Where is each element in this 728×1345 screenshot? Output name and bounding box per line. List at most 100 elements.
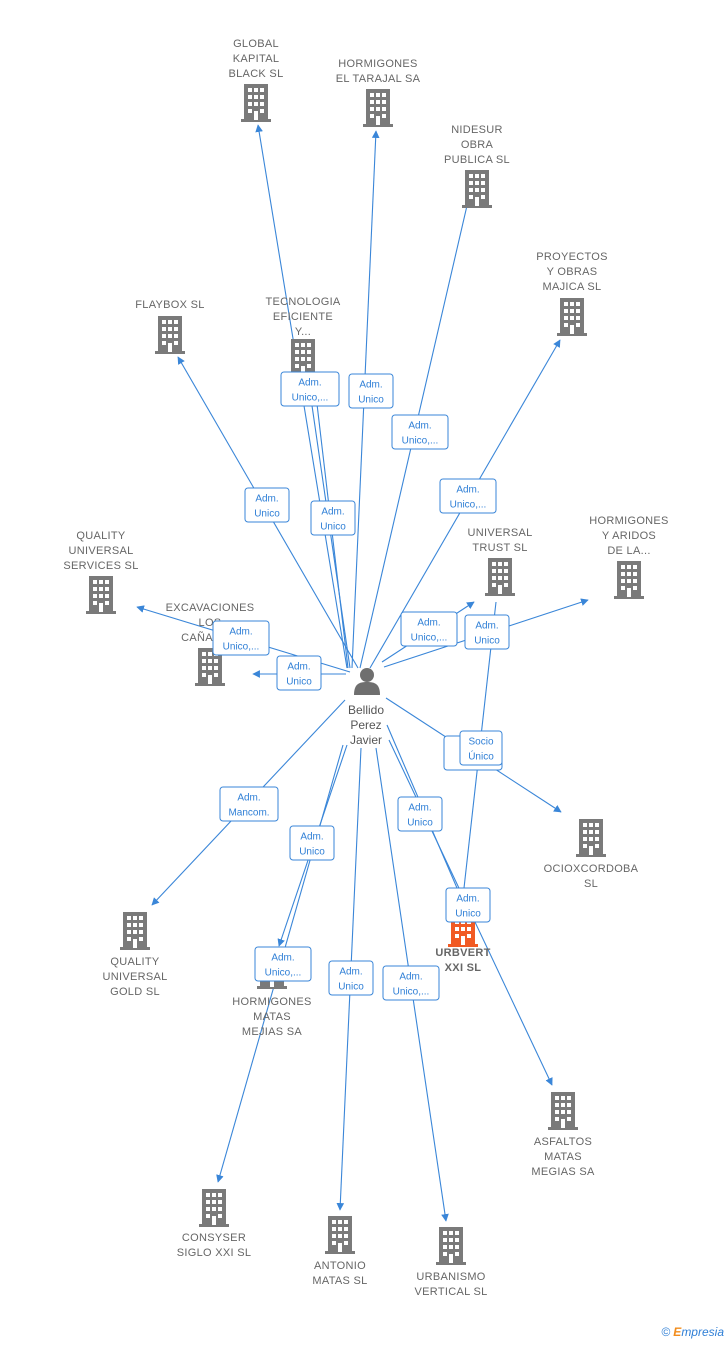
edge-role-label[interactable]: Adm.Unico,... [439, 478, 497, 514]
edge-label-box [280, 371, 340, 407]
edge-label-line: Adm. [287, 662, 310, 673]
company-name-line: PUBLICA SL [444, 154, 510, 166]
edge-label-line: Unico [455, 909, 481, 920]
company-node-urbanismo[interactable]: URBANISMO VERTICAL SL [415, 1227, 488, 1298]
company-name-line: URBANISMO [416, 1271, 485, 1283]
company-name-line: Y... [295, 326, 311, 338]
edge-label-line: Unico [286, 677, 312, 688]
edge-label-line: Adm. [255, 494, 278, 505]
building-icon [485, 558, 515, 596]
building-icon [614, 561, 644, 599]
edge-label-box [219, 786, 279, 822]
company-name-line: VERTICAL SL [415, 1286, 488, 1298]
building-icon [363, 89, 393, 127]
center-person[interactable]: Bellido Perez Javier [348, 668, 384, 747]
edge-label-line: Adm. [408, 421, 431, 432]
company-name-line: QUALITY [110, 956, 160, 968]
edge-label-line: Unico [407, 818, 433, 829]
company-name-line: GOLD SL [110, 986, 160, 998]
company-name-line: SIGLO XXI SL [177, 1247, 252, 1259]
edge-role-label[interactable]: Adm.Unico [310, 500, 356, 536]
edge-role-label[interactable]: Adm.Mancom. [219, 786, 279, 822]
edge-label-box [348, 373, 394, 409]
company-name-line: QUALITY [76, 530, 126, 542]
building-icon [548, 1092, 578, 1130]
company-name-line: HORMIGONES [589, 515, 668, 527]
company-node-consyser[interactable]: CONSYSER SIGLO XXI SL [177, 1189, 252, 1259]
company-name-line: Y ARIDOS [602, 530, 656, 542]
company-name-line: UNIVERSAL [467, 527, 532, 539]
edge-label-line: Unico [338, 982, 364, 993]
edge-role-label[interactable]: Adm. Unico [276, 655, 322, 691]
building-icon [155, 316, 185, 354]
company-name-line: URBVERT [435, 947, 490, 959]
person-icon [354, 668, 380, 695]
edge-label-line: Unico [358, 395, 384, 406]
edge-label-line: Mancom. [228, 808, 269, 819]
edge-label-box [464, 614, 510, 650]
edge-label-box [276, 655, 322, 691]
edge-role-label[interactable]: Adm.Unico [464, 614, 510, 650]
edge-label-box [328, 960, 374, 996]
edge-label-line: Adm. [300, 832, 323, 843]
edge-role-label[interactable]: Adm.Unico,... [254, 946, 312, 982]
edge-role-label[interactable]: Adm.Unico [348, 373, 394, 409]
person-name-line-1: Bellido [348, 703, 384, 717]
company-name-line: NIDESUR [451, 124, 503, 136]
edge-role-label[interactable]: Adm.Unico,... [400, 611, 458, 647]
edge-role-label[interactable]: Adm.Unico,... [280, 371, 340, 407]
edge-role-label[interactable]: Adm.Unico [244, 487, 290, 523]
edge-label-box [382, 965, 440, 1001]
edge-label-box [391, 414, 449, 450]
edge-label-box [212, 620, 270, 656]
edge-role-label[interactable]: Adm.Unico [397, 796, 443, 832]
edge-label-line: Unico [320, 522, 346, 533]
company-name-line: HORMIGONES [338, 58, 417, 70]
company-name-line: MEGIAS SA [531, 1166, 595, 1178]
edge-label-line: Unico,... [223, 642, 260, 653]
company-name-line: HORMIGONES [232, 996, 311, 1008]
company-name-line: MATAS [253, 1011, 291, 1023]
edge-label-line: Unico [474, 636, 500, 647]
building-icon [199, 1189, 229, 1227]
edge-label-line: Unico [299, 847, 325, 858]
company-name-line: EFICIENTE [273, 311, 333, 323]
building-icon [576, 819, 606, 857]
edge-role-label[interactable]: Adm.Unico [328, 960, 374, 996]
edge-label-line: Adm. [417, 618, 440, 629]
edge-label-line: Adm. [229, 627, 252, 638]
edge-label-line: Socio [468, 737, 493, 748]
edge-role-label[interactable]: Adm.Unico [445, 887, 491, 923]
edge-label-box [439, 478, 497, 514]
company-node-tecnologia[interactable]: TECNOLOGIAEFICIENTEY... [265, 296, 341, 377]
edge-labels-layer: Adm.Unico,...Adm.UnicoAdm.Unico,...Adm.U… [212, 371, 510, 1001]
company-name-line: FLAYBOX SL [135, 299, 204, 311]
person-name-line-3: Javier [350, 733, 382, 747]
building-icon [436, 1227, 466, 1265]
edge-role-label[interactable]: Adm.Unico,... [382, 965, 440, 1001]
edge-role-label[interactable]: Adm. Unico,... [212, 620, 270, 656]
company-node-flaybox[interactable]: FLAYBOX SL [135, 299, 204, 354]
company-name-line: ASFALTOS [534, 1136, 592, 1148]
copyright-icon: © [661, 1325, 671, 1339]
edge-role-label[interactable]: Adm. Unico [289, 825, 335, 861]
brand-logo-text: mpresia [681, 1325, 724, 1339]
company-name-line: CONSYSER [182, 1232, 246, 1244]
edge-role-label[interactable]: Adm.Unico,... [391, 414, 449, 450]
edge-label-line: Adm. [298, 378, 321, 389]
